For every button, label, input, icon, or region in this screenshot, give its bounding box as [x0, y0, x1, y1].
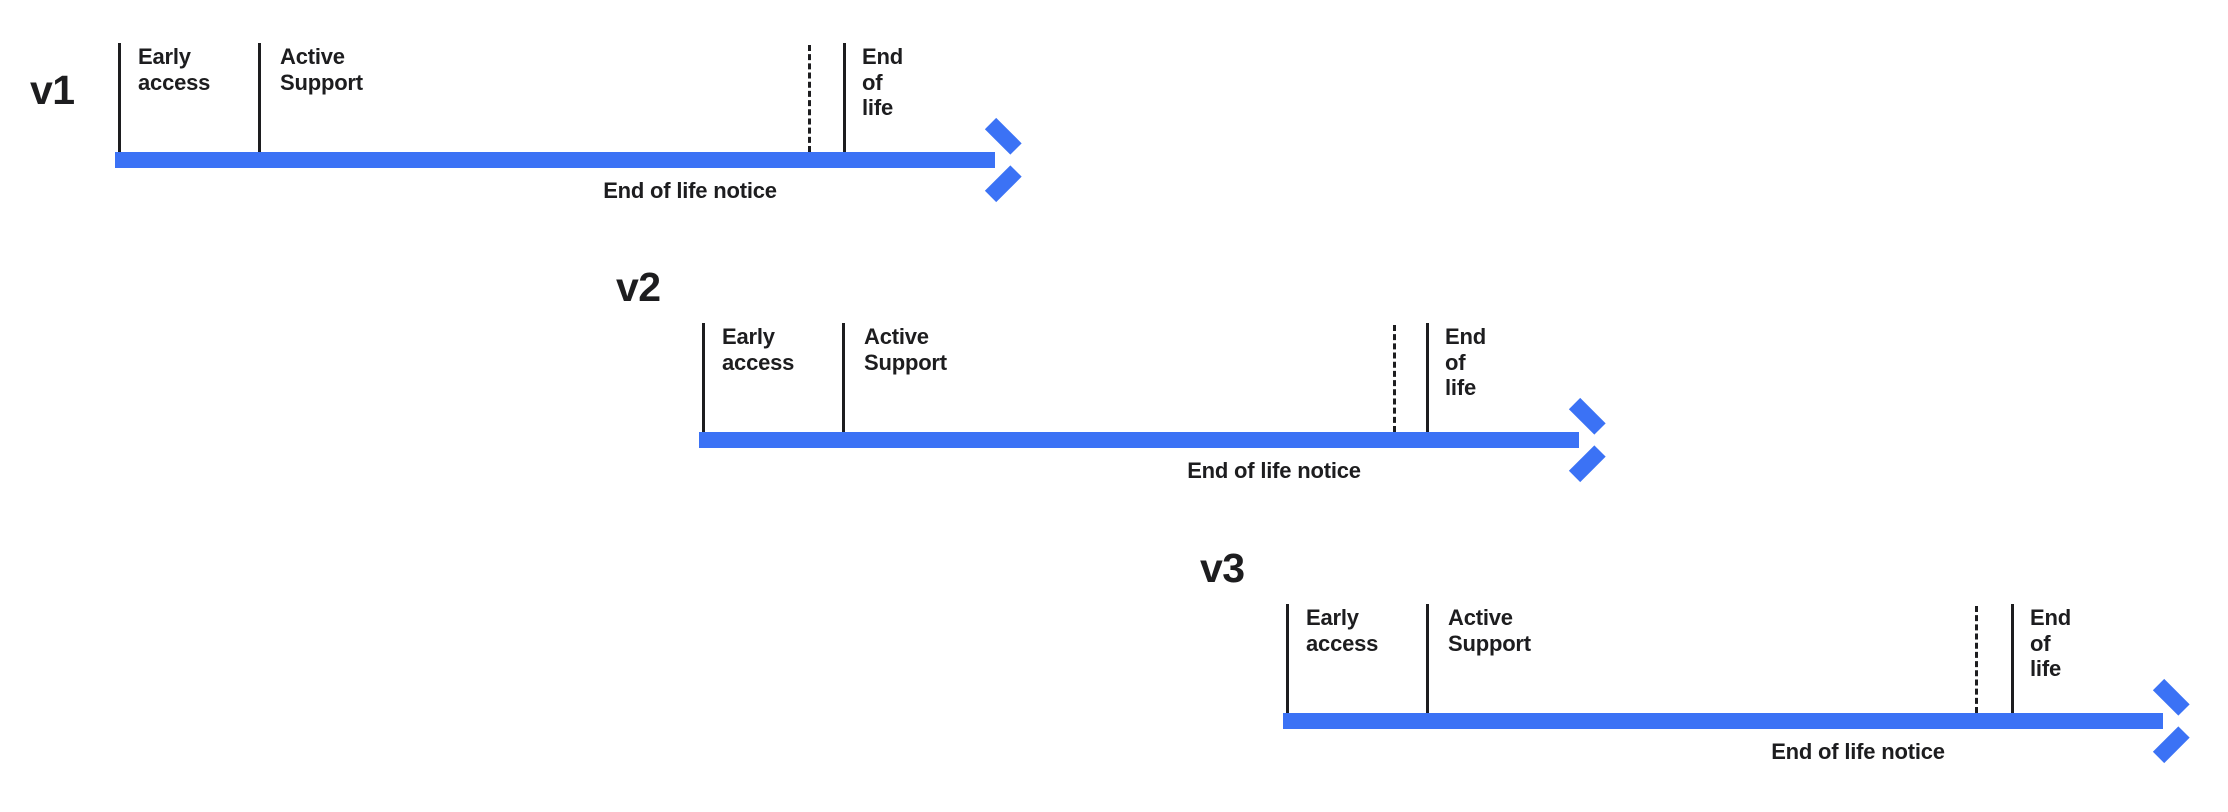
phase-label-early-access-v3: Early access: [1306, 605, 1379, 656]
phase-label-early-access-v1: Early access: [138, 44, 211, 95]
phase-label-end-of-life-v1: End of life: [862, 44, 903, 121]
phase-divider-active-support-start-v2: [842, 323, 845, 432]
end-of-life-notice-marker-v1: [808, 45, 811, 152]
phase-divider-early-access-start-v1: [118, 43, 121, 152]
version-label-v1: v1: [30, 67, 75, 113]
phase-divider-active-support-start-v1: [258, 43, 261, 152]
timeline-arrow-icon-v3: [2146, 678, 2192, 764]
timeline-arrow-icon-v1: [978, 117, 1024, 203]
end-of-life-notice-label-v1: End of life notice: [603, 178, 777, 203]
phase-divider-early-access-start-v3: [1286, 604, 1289, 713]
phase-label-end-of-life-v3: End of life: [2030, 605, 2071, 682]
phase-label-active-support-v3: Active Support: [1448, 605, 1531, 656]
end-of-life-notice-label-v2: End of life notice: [1187, 458, 1361, 483]
phase-divider-end-of-life-start-v1: [843, 43, 846, 152]
version-label-v3: v3: [1200, 545, 1245, 591]
phase-divider-active-support-start-v3: [1426, 604, 1429, 713]
end-of-life-notice-marker-v2: [1393, 325, 1396, 432]
timeline-bar-v1: [115, 152, 995, 168]
phase-divider-end-of-life-start-v2: [1426, 323, 1429, 432]
end-of-life-notice-label-v3: End of life notice: [1771, 739, 1945, 764]
phase-label-end-of-life-v2: End of life: [1445, 324, 1486, 401]
version-label-v2: v2: [616, 264, 661, 310]
phase-divider-early-access-start-v2: [702, 323, 705, 432]
timeline-bar-v3: [1283, 713, 2163, 729]
end-of-life-notice-marker-v3: [1975, 606, 1978, 713]
phase-label-active-support-v2: Active Support: [864, 324, 947, 375]
phase-divider-end-of-life-start-v3: [2011, 604, 2014, 713]
timeline-bar-v2: [699, 432, 1579, 448]
phase-label-early-access-v2: Early access: [722, 324, 795, 375]
timeline-arrow-icon-v2: [1562, 397, 1608, 483]
phase-label-active-support-v1: Active Support: [280, 44, 363, 95]
